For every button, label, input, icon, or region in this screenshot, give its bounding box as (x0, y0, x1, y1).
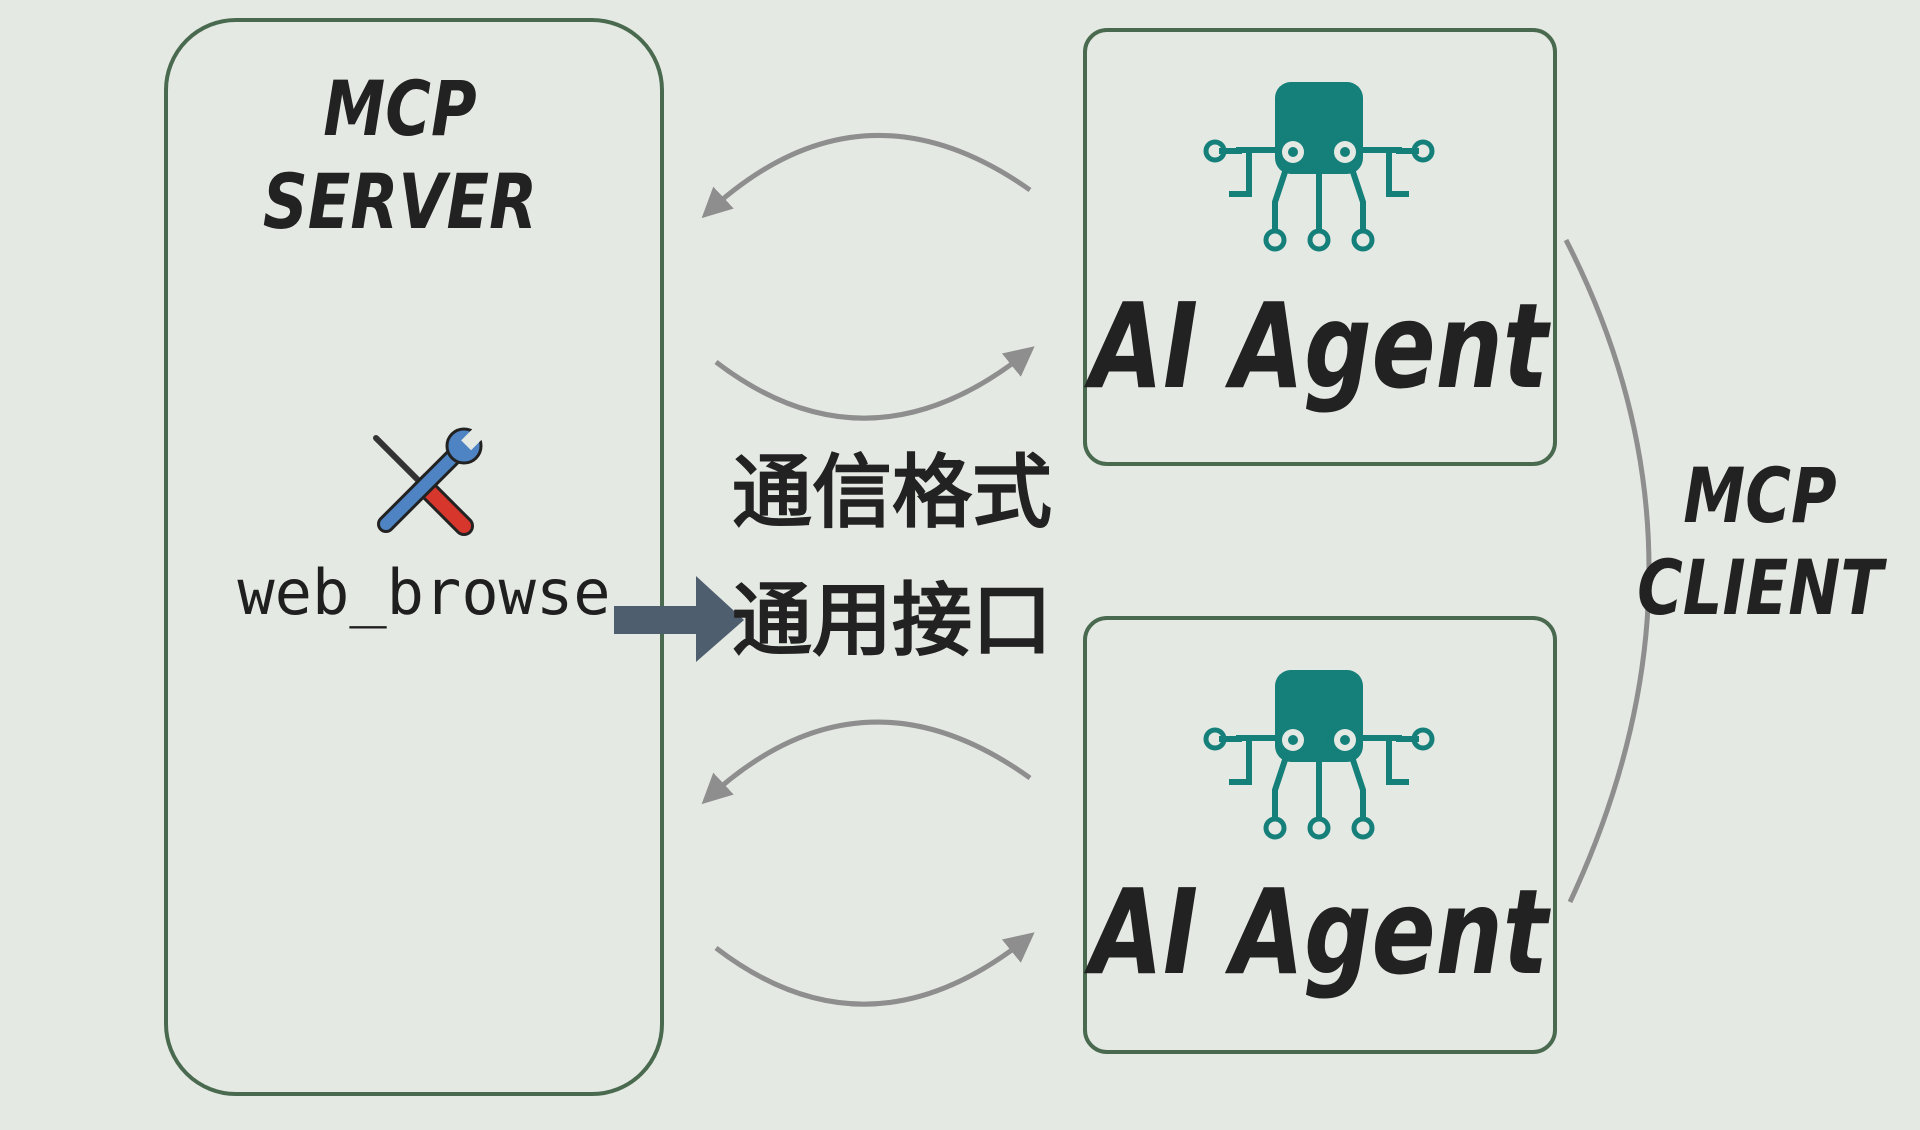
flow-arrow-server-to-bottom (714, 932, 1035, 1007)
octopus-robot-icon (1203, 82, 1435, 252)
server-panel (164, 18, 664, 1096)
octopus-robot-icon (1203, 670, 1435, 840)
output-arrow (614, 576, 744, 662)
server-title-line2: SERVER (263, 158, 537, 247)
agent-label-top: AI Agent (1084, 279, 1552, 416)
tool-name: web_browse (237, 556, 610, 629)
communication-format-label: 通信格式 (732, 446, 1052, 539)
agent-box-bottom: AI Agent (1083, 616, 1557, 1054)
agent-box-top: AI Agent (1083, 28, 1557, 466)
hammer-and-wrench-icon (373, 423, 489, 536)
agent-label-bottom: AI Agent (1084, 865, 1552, 1002)
client-bracket (1563, 238, 1652, 904)
flow-arrow-bottom-to-server (701, 719, 1032, 805)
client-label-line2: CLIENT (1637, 544, 1887, 633)
flow-arrow-top-to-server (701, 132, 1032, 219)
flow-arrow-server-to-top (714, 346, 1035, 421)
client-label-line1: MCP (1683, 452, 1836, 541)
universal-interface-label: 通用接口 (732, 574, 1052, 667)
server-title-line1: MCP (323, 65, 476, 154)
